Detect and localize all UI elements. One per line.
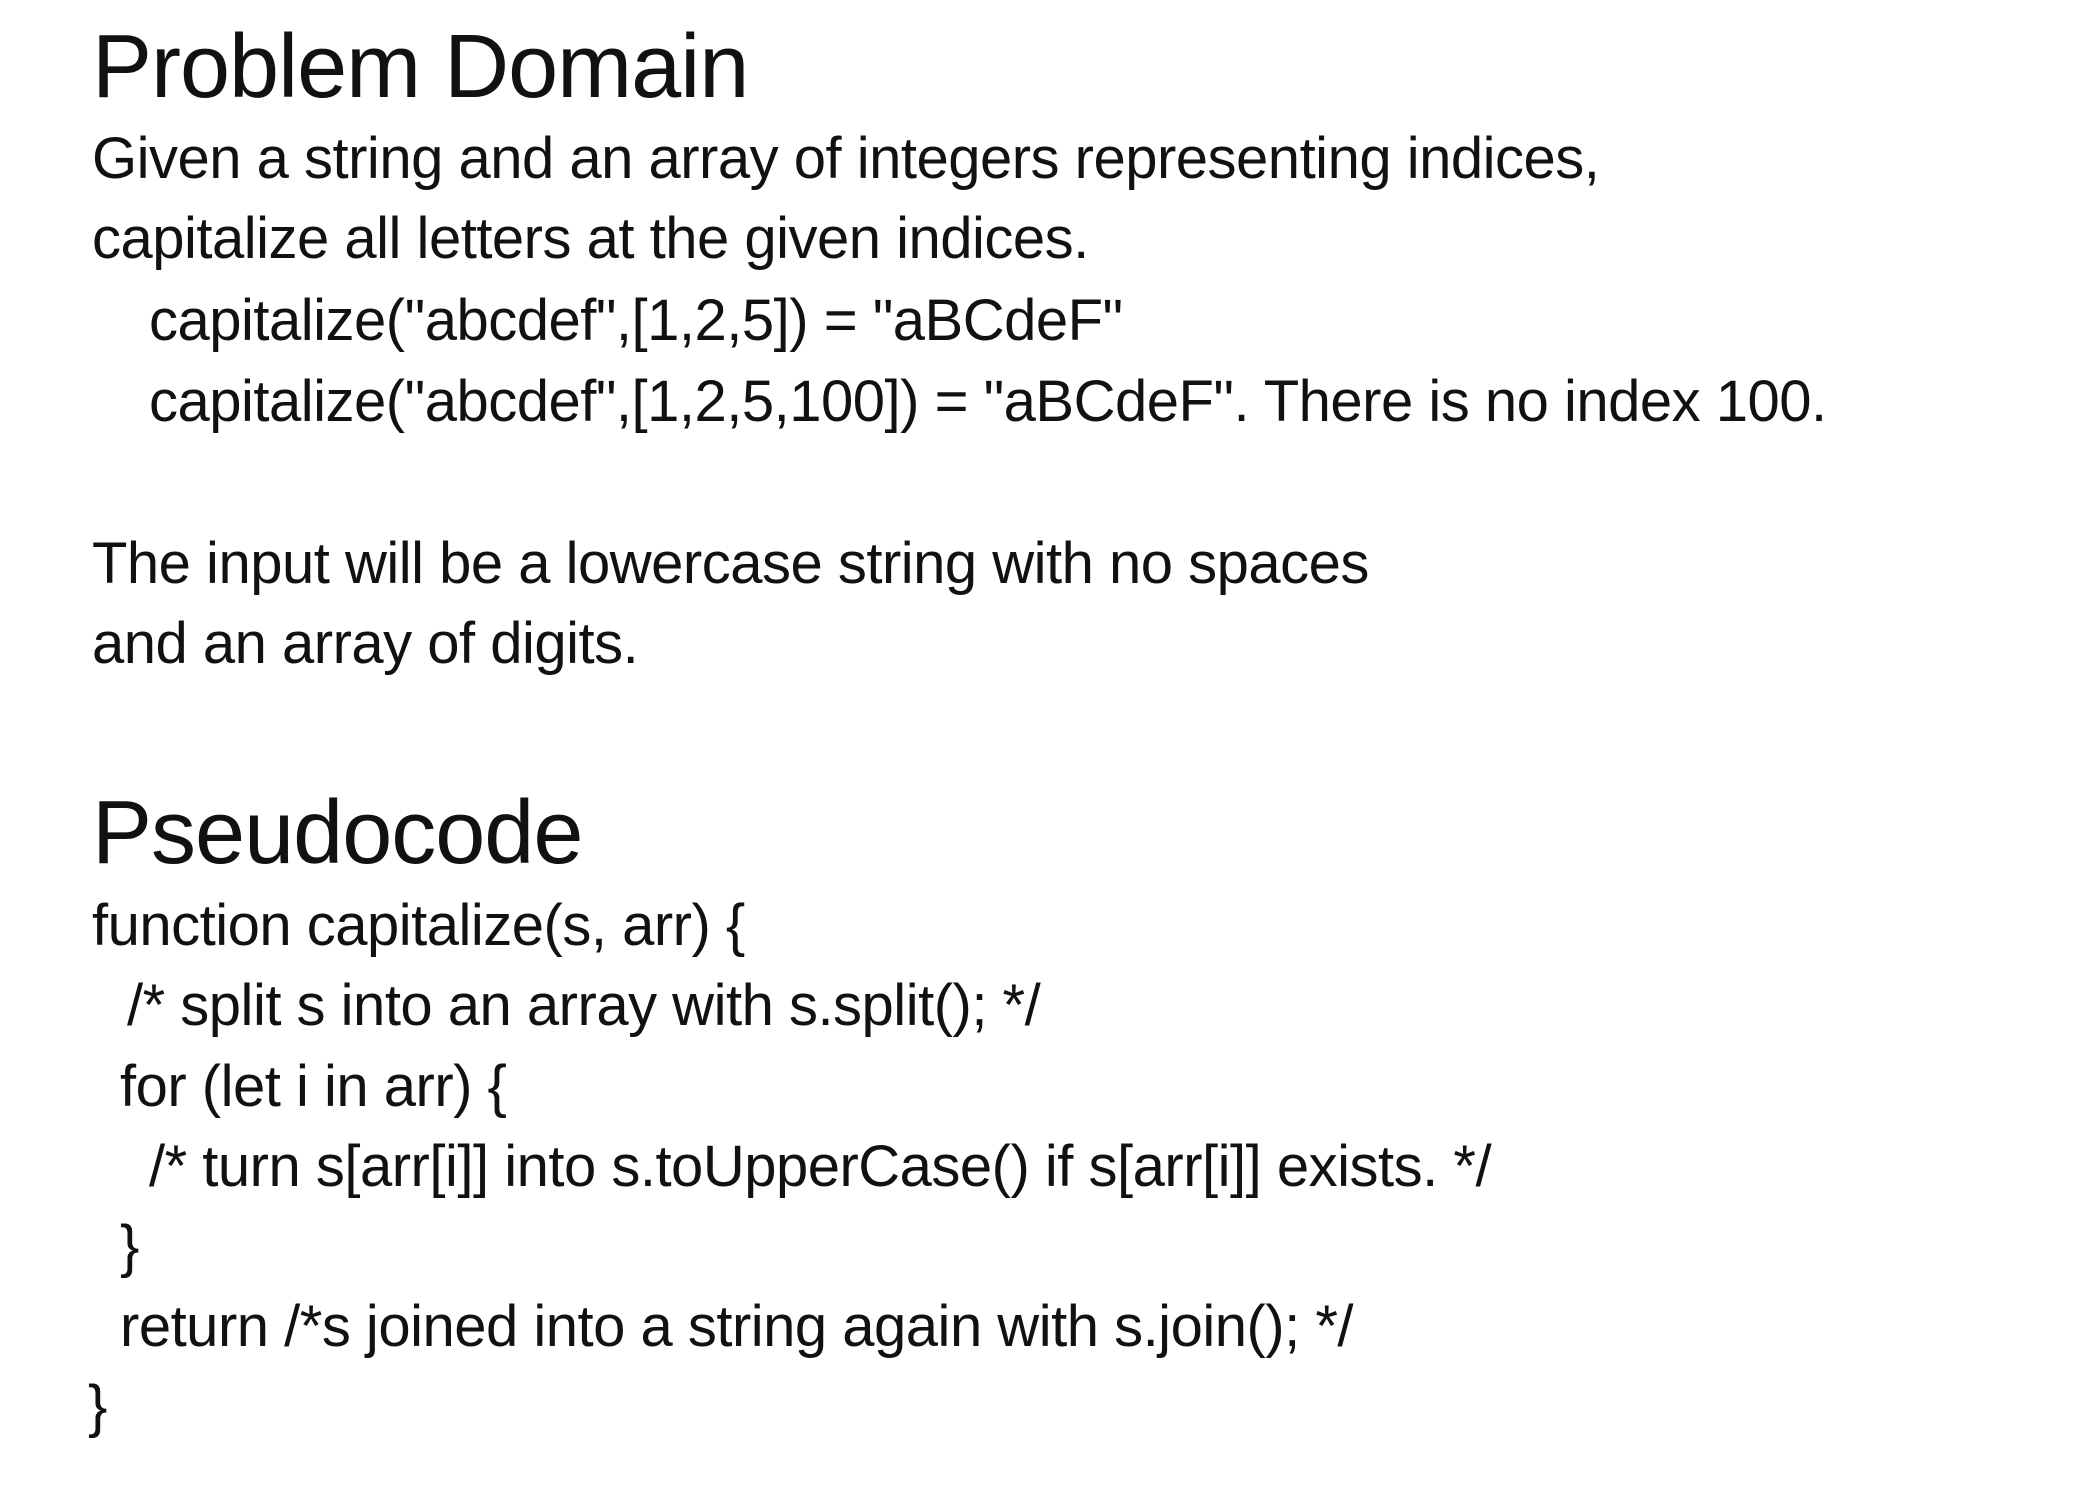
pseudocode-line-1: function capitalize(s, arr) { <box>92 893 745 958</box>
input-note-line-2: and an array of digits. <box>92 611 639 676</box>
pseudocode-line-3: for (let i in arr) { <box>120 1054 507 1119</box>
description-line-1: Given a string and an array of integers … <box>92 126 1600 191</box>
example-line-2: capitalize("abcdef",[1,2,5,100]) = "aBCd… <box>149 369 1827 434</box>
input-note-line-1: The input will be a lowercase string wit… <box>92 531 1369 596</box>
pseudocode-line-4: /* turn s[arr[i]] into s.toUpperCase() i… <box>149 1134 1492 1199</box>
pseudocode-line-7: } <box>88 1374 107 1439</box>
pseudocode-line-2: /* split s into an array with s.split();… <box>127 973 1041 1038</box>
pseudocode-line-5: } <box>120 1214 139 1279</box>
problem-domain-heading: Problem Domain <box>92 17 749 117</box>
example-line-1: capitalize("abcdef",[1,2,5]) = "aBCdeF" <box>149 288 1123 353</box>
pseudocode-heading: Pseudocode <box>92 783 583 883</box>
pseudocode-line-6: return /*s joined into a string again wi… <box>120 1294 1354 1359</box>
description-line-2: capitalize all letters at the given indi… <box>92 206 1089 271</box>
